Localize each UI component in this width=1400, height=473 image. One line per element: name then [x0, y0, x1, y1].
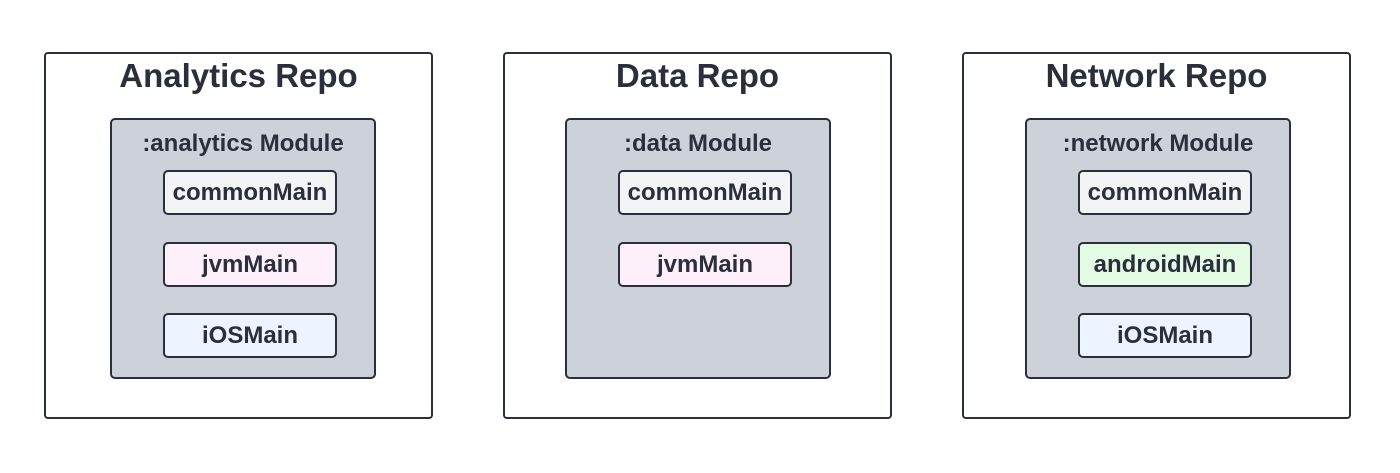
- data-module-title: :data Module: [624, 130, 772, 157]
- data-repo-title: Data Repo: [615, 57, 780, 94]
- network-module-box: :network Module commonMain androidMain i…: [1025, 118, 1291, 379]
- analytics-repo-title: Analytics Repo: [119, 57, 358, 94]
- analytics-jvmmain-box: jvmMain: [163, 242, 337, 287]
- analytics-module-title: :analytics Module: [142, 130, 344, 157]
- data-module-box: :data Module commonMain jvmMain: [565, 118, 831, 379]
- network-commonmain-box: commonMain: [1078, 170, 1252, 215]
- network-repo-box: Network Repo :network Module commonMain …: [962, 52, 1351, 419]
- data-commonmain-box: commonMain: [618, 170, 792, 215]
- data-jvmmain-box: jvmMain: [618, 242, 792, 287]
- network-module-title: :network Module: [1062, 130, 1254, 157]
- analytics-repo-box: Analytics Repo :analytics Module commonM…: [44, 52, 433, 419]
- analytics-iosmain-box: iOSMain: [163, 313, 337, 358]
- network-androidmain-box: androidMain: [1078, 242, 1252, 287]
- data-repo-box: Data Repo :data Module commonMain jvmMai…: [503, 52, 892, 419]
- network-repo-title: Network Repo: [1045, 57, 1268, 94]
- analytics-commonmain-box: commonMain: [163, 170, 337, 215]
- analytics-module-box: :analytics Module commonMain jvmMain iOS…: [110, 118, 376, 379]
- network-iosmain-box: iOSMain: [1078, 313, 1252, 358]
